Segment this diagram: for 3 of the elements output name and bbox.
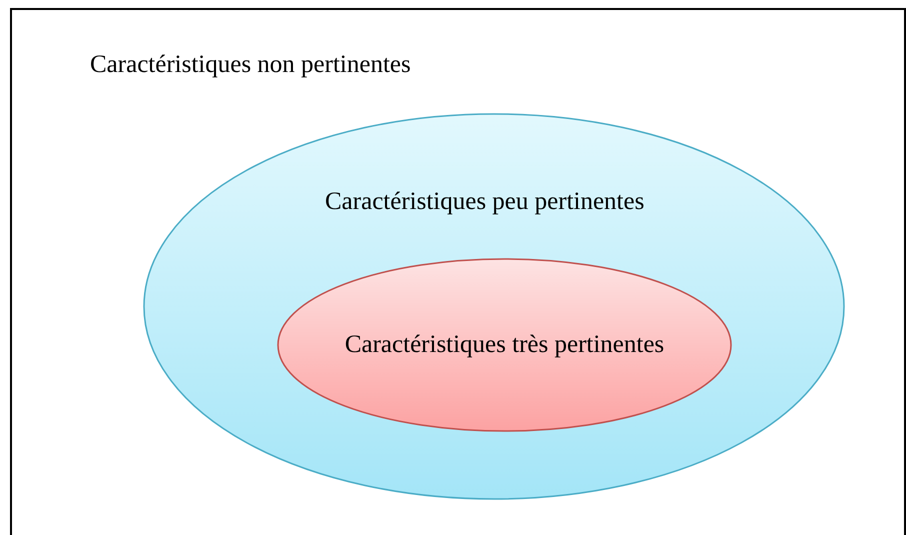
- region-label: Caractéristiques non pertinentes: [90, 50, 411, 80]
- region-label: Caractéristiques très pertinentes: [344, 330, 664, 360]
- region-label: Caractéristiques peu pertinentes: [325, 187, 644, 217]
